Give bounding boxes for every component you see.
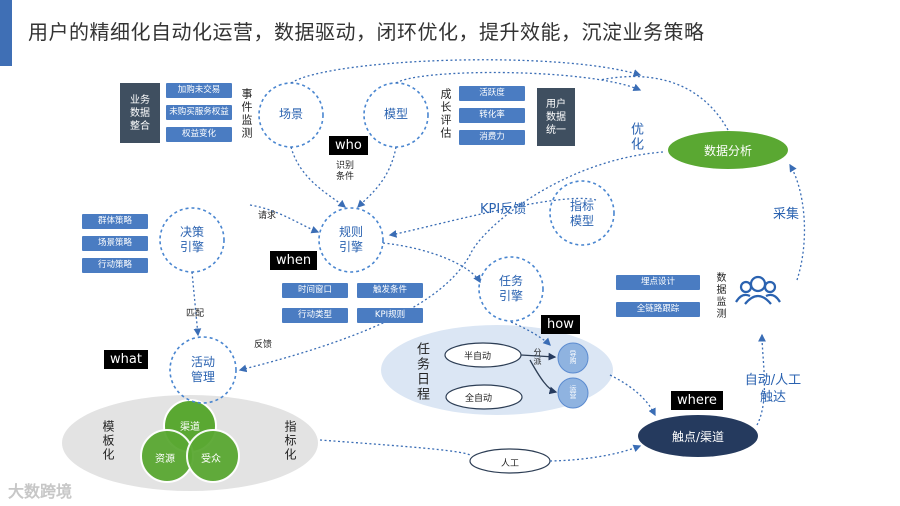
brand-logo: 大数跨境 — [8, 482, 73, 501]
chip-scene-strategy: 场景策略 — [82, 236, 148, 251]
chip-uncompleted-cart: 加购未交易 — [166, 83, 232, 98]
data-monitor-label: 数据监测 — [714, 272, 725, 320]
page-title: 用户的精细化自动化运营，数据驱动，闭环优化，提升效能，沉淀业务策略 — [28, 20, 705, 44]
optimize-label: 优化 — [628, 122, 643, 152]
user-data-unified-box: 用户 数据 统一 — [537, 88, 575, 146]
data-analysis-ellipse — [668, 131, 788, 169]
guide-circle — [557, 342, 589, 374]
rule-engine-label: 规则 引擎 — [338, 225, 363, 254]
chip-conversion: 转化率 — [459, 108, 525, 123]
match-label: 匹配 — [186, 309, 205, 319]
how-tag: how — [541, 315, 580, 334]
activity-circle — [169, 336, 237, 404]
chip-group-strategy: 群体策略 — [82, 214, 148, 229]
business-data-integration-box: 业务 数据 整合 — [120, 83, 160, 143]
chip-action-type: 行动类型 — [282, 308, 348, 323]
title-accent-bar — [0, 0, 12, 66]
chip-right-change: 权益变化 — [166, 127, 232, 142]
metricize-label: 指标化 — [283, 420, 297, 462]
task-schedule-label: 任务日程 — [414, 342, 429, 402]
data-analysis-label: 数据分析 — [703, 144, 752, 158]
ops-label: 运营 — [569, 385, 577, 399]
full-auto-cloud — [445, 384, 523, 410]
auto-manual-reach-label: 自动/人工 触达 — [744, 373, 802, 405]
when-tag: when — [270, 251, 318, 270]
chip-point-design: 埋点设计 — [616, 275, 700, 290]
venn-audience-circle — [186, 429, 240, 483]
activity-mgmt-label: 活动 管理 — [190, 355, 215, 384]
metric-circle — [549, 180, 615, 246]
resource-label: 资源 — [155, 454, 175, 465]
feedback-label: 反馈 — [254, 340, 273, 350]
decision-engine-label: 决策 引擎 — [179, 225, 204, 254]
who-tag: who — [329, 136, 368, 155]
event-monitor-label: 事件监测 — [240, 88, 253, 140]
touch-channel-label: 触点/渠道 — [671, 430, 725, 444]
chip-spending: 消费力 — [459, 130, 525, 145]
dispatch-label: 分派 — [533, 348, 542, 366]
full-auto-label: 全自动 — [465, 394, 493, 404]
touch-channel-ellipse — [638, 415, 758, 457]
chip-action-strategy: 行动策略 — [82, 258, 148, 273]
what-tag: what — [104, 350, 148, 369]
where-tag: where — [671, 391, 723, 410]
chip-time-window: 时间窗口 — [282, 283, 348, 298]
rule-circle — [318, 207, 384, 273]
request-label: 请求 — [258, 211, 277, 221]
audience-label: 受众 — [201, 454, 221, 465]
templatize-label: 模板化 — [101, 420, 115, 462]
task-circle — [478, 256, 544, 322]
guide-label: 导购 — [569, 350, 577, 364]
chip-full-link: 全链路跟踪 — [616, 302, 700, 317]
channel-label: 渠道 — [180, 422, 200, 433]
chip-no-service-right: 未购买服务权益 — [166, 105, 232, 120]
chip-kpi-rule: KPI规则 — [357, 308, 423, 323]
growth-eval-label: 成长评估 — [439, 88, 452, 140]
manual-label: 人工 — [501, 459, 520, 469]
collect-label: 采集 — [773, 207, 800, 222]
kpi-feedback-label: KPI反馈 — [480, 202, 527, 217]
scene-label: 场景 — [278, 107, 303, 121]
metric-model-label: 指标 模型 — [569, 199, 594, 228]
model-label: 模型 — [383, 107, 408, 121]
chip-activity: 活跃度 — [459, 86, 525, 101]
chip-trigger-condition: 触发条件 — [357, 283, 423, 298]
identify-condition-label: 识别 条件 — [336, 161, 355, 182]
users-icon — [735, 275, 781, 305]
task-engine-label: 任务 引擎 — [498, 274, 523, 303]
ops-circle — [557, 377, 589, 409]
semi-auto-label: 半自动 — [464, 352, 492, 362]
